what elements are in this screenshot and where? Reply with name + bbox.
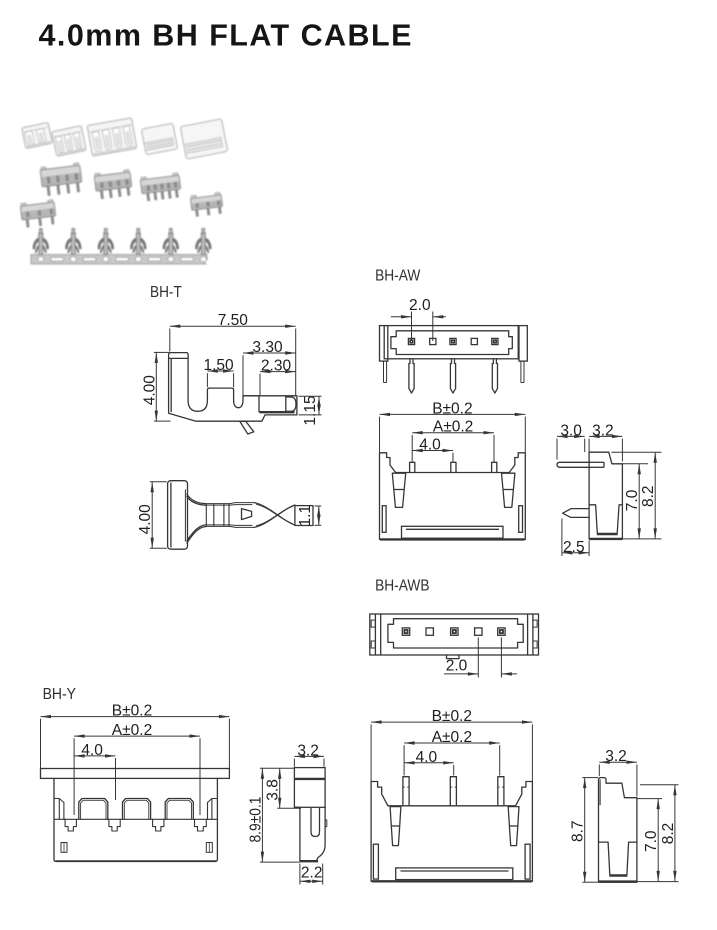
svg-text:3.2: 3.2 [592, 422, 614, 439]
svg-text:A±0.2: A±0.2 [432, 729, 472, 746]
svg-text:A±0.2: A±0.2 [112, 722, 152, 739]
svg-text:2.0: 2.0 [409, 297, 431, 314]
svg-text:8.2: 8.2 [660, 823, 677, 845]
svg-text:8.9±0.1: 8.9±0.1 [247, 797, 264, 843]
svg-text:A±0.2: A±0.2 [433, 419, 473, 436]
svg-text:4.0: 4.0 [419, 437, 441, 454]
svg-text:3.2: 3.2 [297, 742, 319, 759]
svg-text:B±0.2: B±0.2 [432, 400, 472, 417]
svg-text:2.2: 2.2 [301, 865, 323, 882]
svg-text:1.15: 1.15 [302, 395, 319, 425]
svg-text:7.50: 7.50 [218, 312, 249, 329]
svg-text:8.2: 8.2 [640, 485, 657, 507]
svg-text:BH-Y: BH-Y [43, 686, 76, 703]
svg-text:BH-AWB: BH-AWB [375, 577, 429, 594]
svg-text:3.8: 3.8 [265, 779, 282, 801]
svg-text:2.5: 2.5 [563, 539, 585, 556]
svg-text:4.0: 4.0 [416, 749, 438, 766]
svg-text:4.00: 4.00 [137, 504, 154, 535]
svg-text:7.0: 7.0 [624, 489, 641, 511]
svg-text:BH-AW: BH-AW [375, 267, 421, 284]
svg-text:2.0: 2.0 [446, 658, 468, 675]
svg-text:2.30: 2.30 [261, 358, 292, 375]
svg-text:B±0.2: B±0.2 [112, 703, 152, 720]
svg-text:4.0: 4.0 [81, 742, 103, 759]
svg-text:4.0mm BH FLAT CABLE: 4.0mm BH FLAT CABLE [39, 19, 413, 53]
svg-text:B±0.2: B±0.2 [432, 708, 472, 725]
svg-text:7.0: 7.0 [643, 830, 660, 852]
svg-text:BH-T: BH-T [150, 284, 182, 301]
svg-text:1.1: 1.1 [297, 505, 314, 527]
svg-text:3.2: 3.2 [605, 748, 627, 765]
svg-text:1.50: 1.50 [204, 357, 235, 374]
svg-text:4.00: 4.00 [141, 375, 158, 406]
svg-text:8.7: 8.7 [570, 820, 587, 842]
svg-text:3.30: 3.30 [252, 339, 283, 356]
svg-text:3.0: 3.0 [560, 422, 582, 439]
